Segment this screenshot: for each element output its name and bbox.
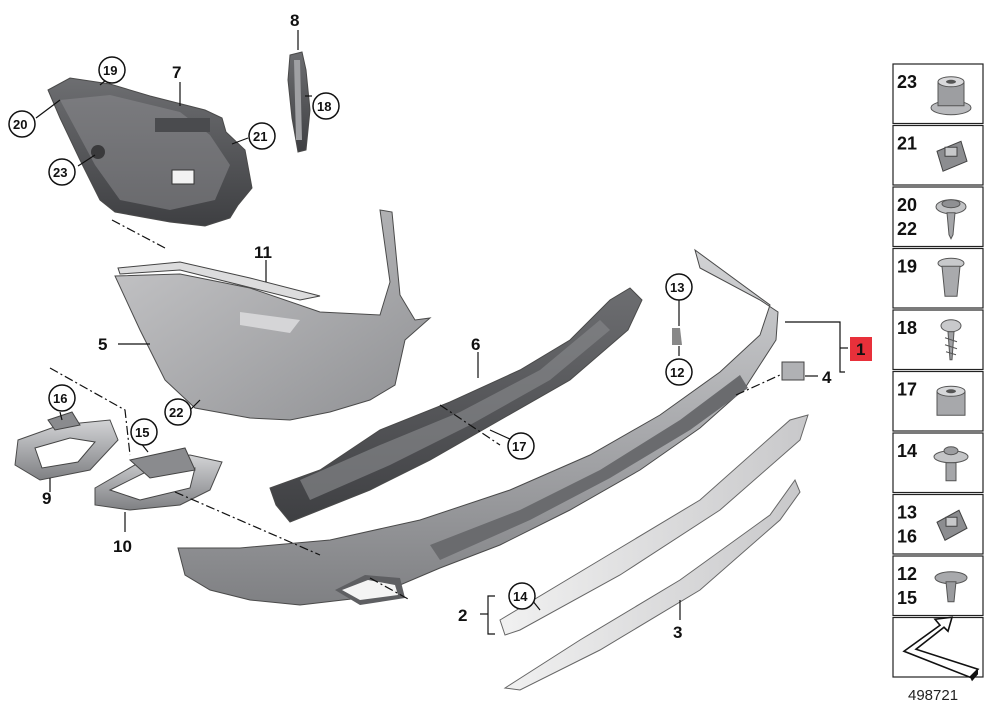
svg-text:12: 12 <box>670 365 684 380</box>
sidebar-row-19: 19 <box>892 247 984 309</box>
sidebar-number: 19 <box>897 257 917 277</box>
part-7-bracket <box>47 77 253 227</box>
reference-number: 498721 <box>908 687 958 704</box>
svg-text:22: 22 <box>169 405 183 420</box>
sidebar-number: 17 <box>897 380 917 400</box>
svg-text:19: 19 <box>103 63 117 78</box>
part-9-exhaust-trim <box>14 419 119 481</box>
part-6-carrier <box>269 287 643 523</box>
svg-text:18: 18 <box>317 99 331 114</box>
svg-text:16: 16 <box>53 391 67 406</box>
part-2-strip <box>499 414 809 636</box>
svg-text:17: 17 <box>512 439 526 454</box>
part-16-clip <box>47 411 81 431</box>
part-8-guide <box>287 51 311 153</box>
sidebar-row-14: 14 <box>892 432 984 494</box>
sidebar-number: 20 <box>897 195 917 215</box>
callout-16: 16 <box>48 384 76 412</box>
sidebar-row-17: 17 <box>892 370 984 432</box>
part-5-side-panel <box>114 209 432 421</box>
callout-19: 19 <box>98 56 126 84</box>
callout-6: 6 <box>471 335 480 354</box>
callout-13: 13 <box>665 273 693 301</box>
svg-text:13: 13 <box>670 280 684 295</box>
hex-nut-icon <box>936 385 966 416</box>
sidebar-number: 14 <box>897 441 917 461</box>
callout-22: 22 <box>164 398 192 426</box>
assembly-lines <box>49 219 781 601</box>
svg-text:14: 14 <box>513 589 528 604</box>
circled-callouts: 19 20 21 23 18 22 16 15 17 13 12 14 <box>8 56 693 610</box>
svg-text:20: 20 <box>13 117 27 132</box>
part-15-clip <box>128 447 196 479</box>
callout-labels: 7 8 11 5 6 9 10 4 2 3 1 <box>42 11 872 642</box>
callout-3: 3 <box>673 623 682 642</box>
callout-1-highlight: 1 <box>850 337 872 361</box>
part-11-strip <box>117 261 321 301</box>
part-3-strip <box>503 478 801 691</box>
callout-12: 12 <box>665 358 693 386</box>
svg-text:23: 23 <box>53 165 67 180</box>
flange-nut-icon <box>930 76 972 116</box>
plastic-rivet-icon <box>934 571 968 603</box>
sidebar-row-arrow <box>892 616 984 682</box>
callout-21: 21 <box>248 122 276 150</box>
callout-1: 1 <box>856 340 865 359</box>
sidebar-number: 23 <box>897 72 917 92</box>
sidebar-number: 12 <box>897 564 917 584</box>
direction-arrow-icon <box>902 616 980 682</box>
callout-17: 17 <box>507 432 535 460</box>
callout-14: 14 <box>508 582 536 610</box>
callout-4: 4 <box>822 368 832 387</box>
sidebar-row-18: 18 <box>892 309 984 371</box>
callout-5: 5 <box>98 335 107 354</box>
sidebar-number: 21 <box>897 134 917 154</box>
sidebar-number: 16 <box>897 527 917 547</box>
callout-23: 23 <box>48 158 76 186</box>
sidebar-row-21: 21 <box>892 124 984 186</box>
callout-20: 20 <box>8 110 36 138</box>
expanding-rivet-icon <box>937 257 965 297</box>
callout-11: 11 <box>254 243 272 262</box>
clip-nut-icon <box>936 140 968 172</box>
svg-text:15: 15 <box>135 425 149 440</box>
callout-18: 18 <box>312 92 340 120</box>
sidebar-number: 15 <box>897 588 917 608</box>
sidebar-number: 13 <box>897 503 917 523</box>
push-rivet-icon <box>933 446 969 482</box>
callout-8: 8 <box>290 11 299 30</box>
callout-15: 15 <box>130 418 158 446</box>
callout-10: 10 <box>113 537 132 556</box>
leader-lines <box>35 30 848 635</box>
sidebar-row-23: 23 <box>892 63 984 125</box>
part-13-clip <box>672 328 682 345</box>
washer-screw-icon <box>935 199 967 240</box>
sidebar-number: 22 <box>897 219 917 239</box>
sidebar-number: 18 <box>897 318 917 338</box>
callout-9: 9 <box>42 489 51 508</box>
self-tapping-screw-icon <box>940 319 962 361</box>
svg-text:21: 21 <box>253 129 267 144</box>
spring-clip-icon <box>936 509 968 541</box>
part-1-bumper <box>177 248 779 606</box>
callout-7: 7 <box>172 63 181 82</box>
callout-2: 2 <box>458 606 467 625</box>
part-4-clip <box>781 361 805 381</box>
